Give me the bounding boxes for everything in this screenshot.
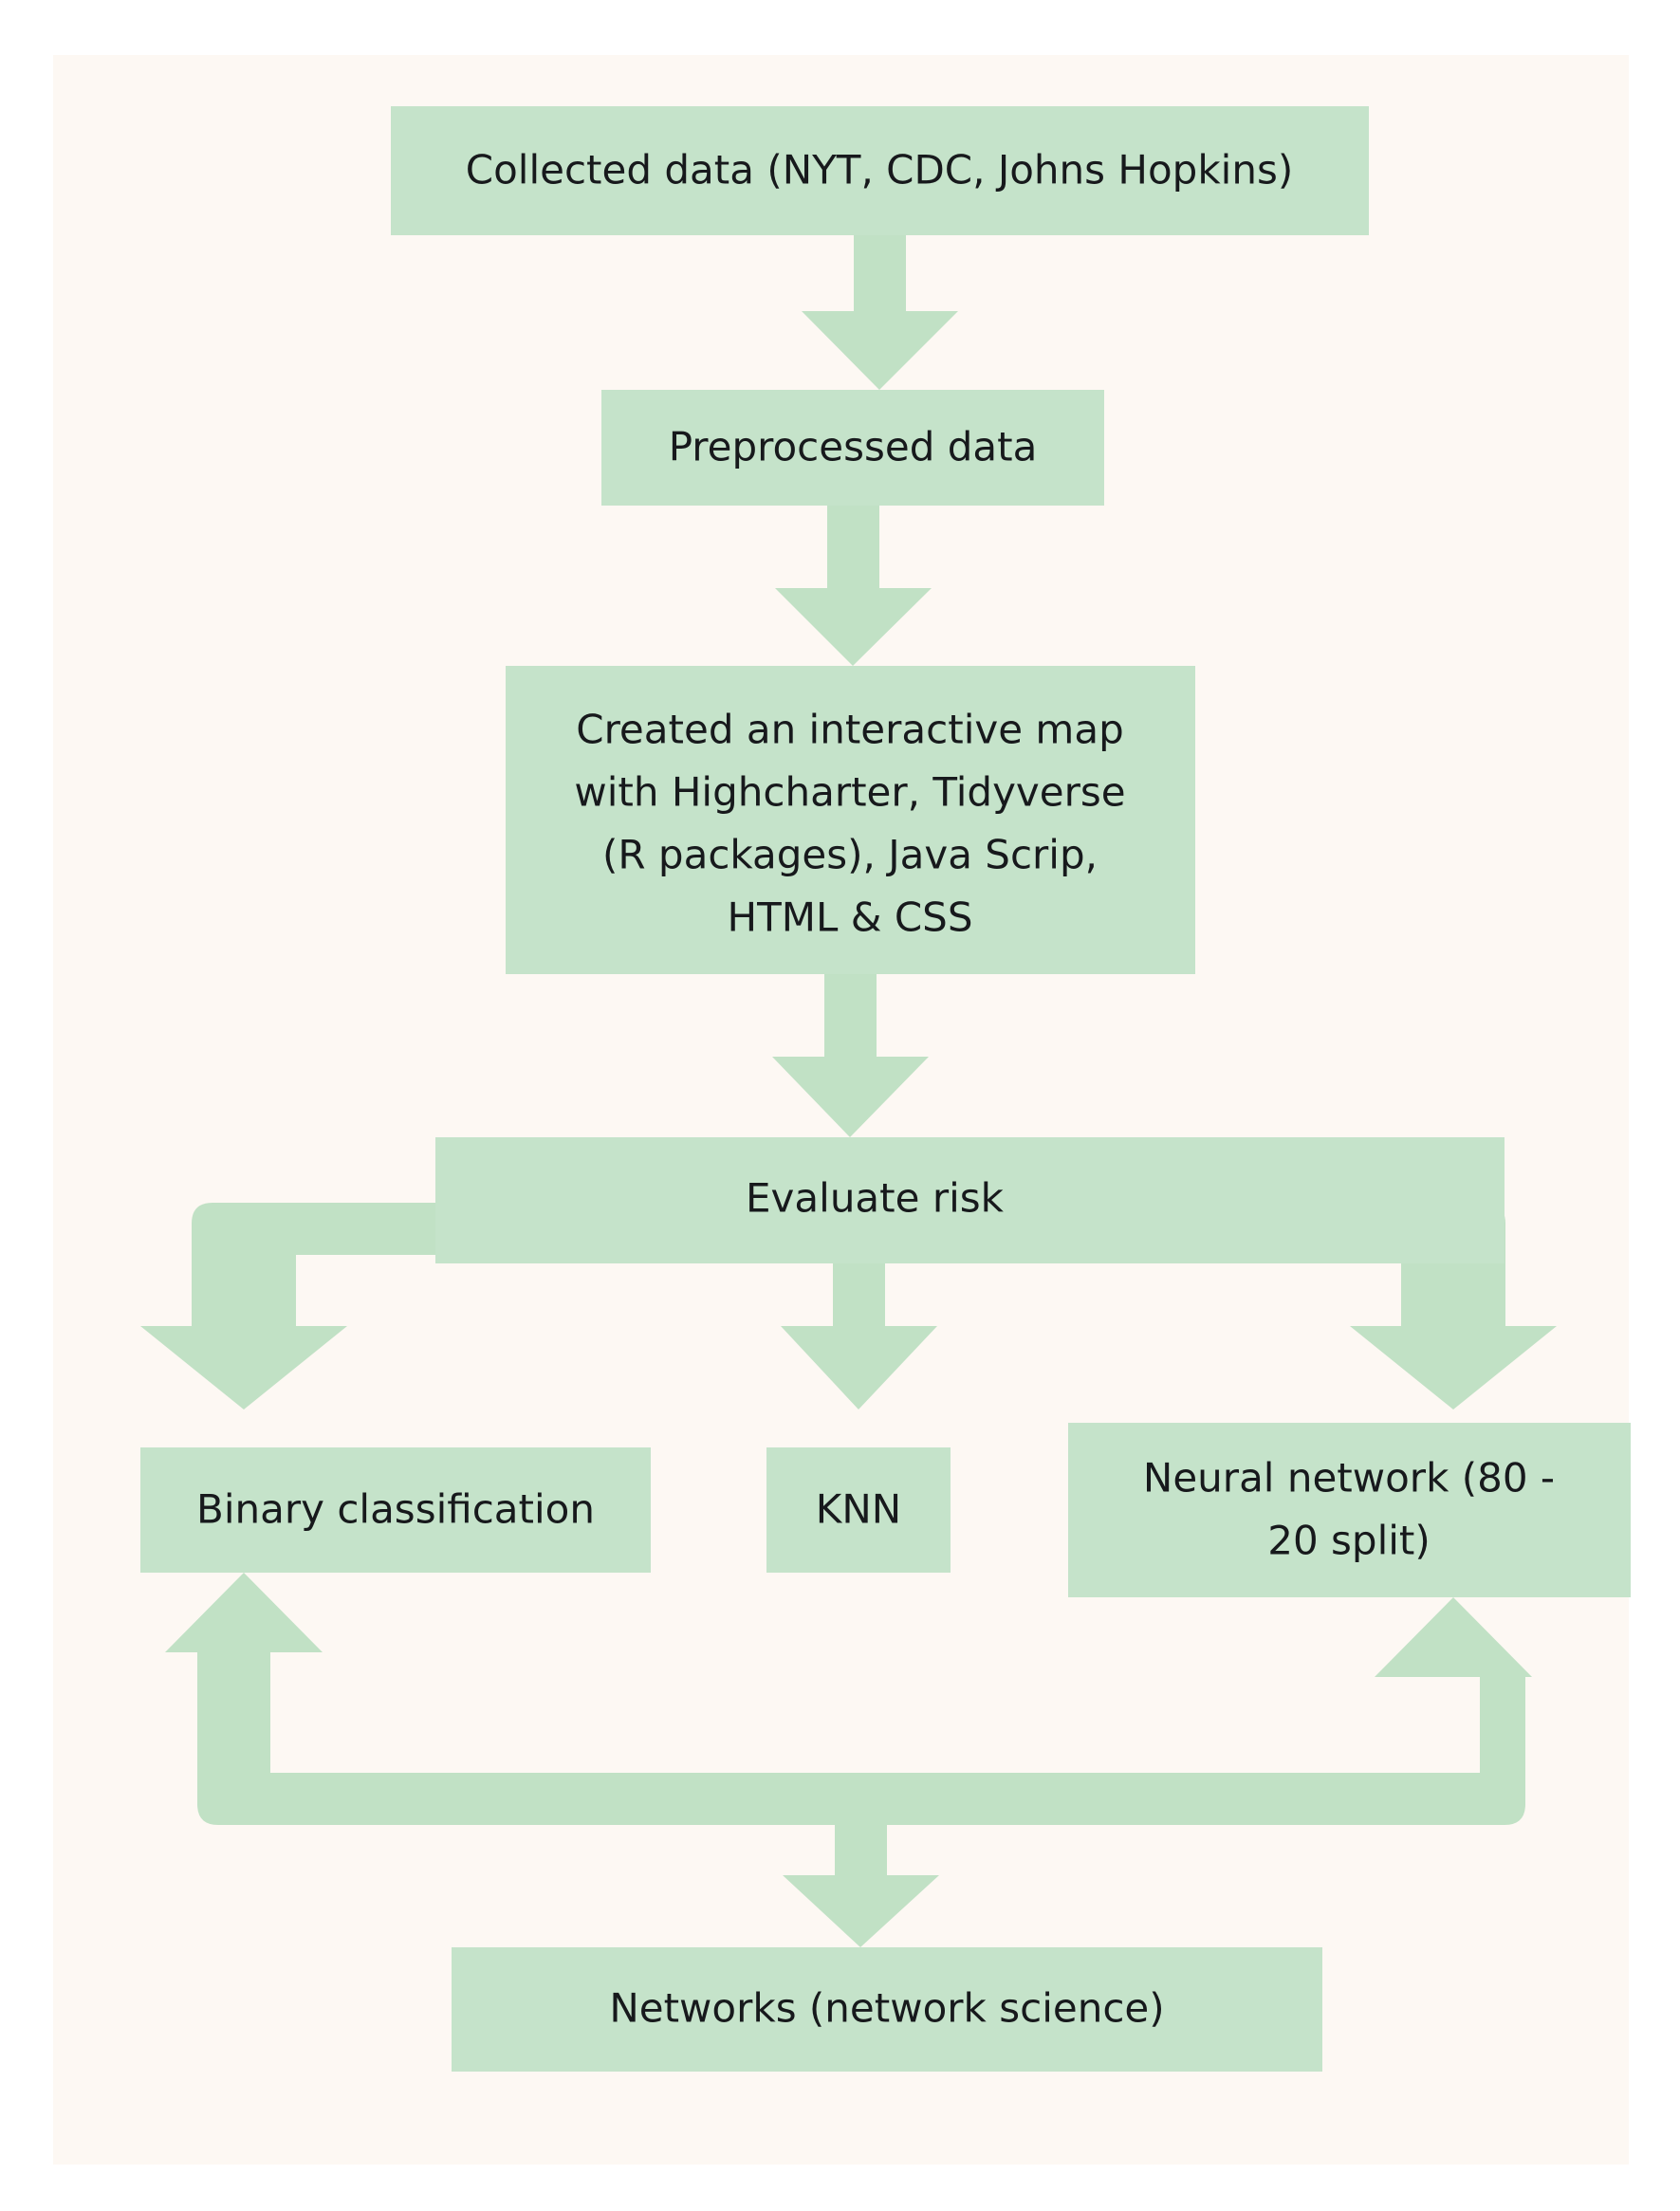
node-evaluate-risk-label: Evaluate risk — [746, 1175, 1005, 1222]
node-networks-box[interactable] — [452, 1947, 1322, 2072]
node-neural-network-label-line-2: 20 split) — [1267, 1518, 1431, 1564]
node-interactive-map-label-line-1: Created an interactive map — [576, 707, 1123, 753]
arrow-collected-to-preprocessed — [802, 235, 958, 390]
connector-layer — [140, 235, 1557, 1947]
node-collected-data-label: Collected data (NYT, CDC, Johns Hopkins) — [466, 147, 1293, 193]
arrow-evaluate-to-binary — [140, 1203, 435, 1410]
node-preprocessed-data-label: Preprocessed data — [669, 424, 1038, 470]
node-interactive-map[interactable]: Created an interactive map with Highchar… — [506, 666, 1195, 974]
node-networks[interactable]: Networks (network science) — [452, 1947, 1322, 2072]
arrow-networks-to-binary — [165, 1573, 858, 1825]
node-interactive-map-label-line-4: HTML & CSS — [728, 894, 973, 941]
node-interactive-map-box[interactable] — [506, 666, 1195, 974]
node-preprocessed-data[interactable]: Preprocessed data — [601, 390, 1104, 506]
node-binary-classification[interactable]: Binary classification — [140, 1447, 651, 1573]
node-neural-network[interactable]: Neural network (80 - 20 split) — [1068, 1423, 1631, 1597]
node-knn-label: KNN — [816, 1486, 901, 1533]
arrow-merge-to-networks — [783, 1825, 939, 1947]
node-interactive-map-label-line-2: with Highcharter, Tidyverse — [574, 769, 1125, 816]
arrow-evaluate-to-neural — [1350, 1203, 1557, 1410]
node-neural-network-box[interactable] — [1068, 1423, 1631, 1597]
node-knn[interactable]: KNN — [766, 1447, 951, 1573]
node-neural-network-label-line-1: Neural network (80 - — [1143, 1455, 1555, 1502]
node-collected-data-box[interactable] — [391, 106, 1369, 235]
node-preprocessed-data-box[interactable] — [601, 390, 1104, 506]
node-evaluate-risk[interactable]: Evaluate risk — [435, 1137, 1505, 1263]
node-interactive-map-label-line-3: (R packages), Java Scrip, — [602, 832, 1098, 878]
arrow-map-to-evaluate — [772, 974, 929, 1137]
node-binary-classification-box[interactable] — [140, 1447, 651, 1573]
arrow-networks-to-neural — [858, 1597, 1532, 1825]
arrow-preprocessed-to-map — [775, 506, 932, 666]
node-evaluate-risk-box[interactable] — [435, 1137, 1505, 1263]
node-knn-box[interactable] — [766, 1447, 951, 1573]
node-collected-data[interactable]: Collected data (NYT, CDC, Johns Hopkins) — [391, 106, 1369, 235]
node-networks-label: Networks (network science) — [609, 1985, 1164, 2032]
arrow-evaluate-to-knn — [781, 1263, 937, 1410]
node-binary-classification-label: Binary classification — [196, 1486, 595, 1533]
